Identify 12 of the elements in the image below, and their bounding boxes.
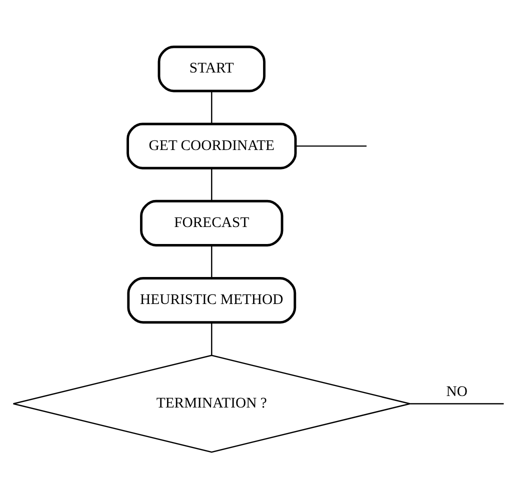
node-diamond: TERMINATION ?	[12, 354, 411, 452]
node-box: START	[158, 45, 266, 92]
connector	[410, 402, 504, 404]
connector	[211, 168, 212, 200]
node-box: GET COORDINATE	[126, 122, 297, 169]
connector	[211, 90, 212, 124]
node-box: HEURISTIC METHOD	[127, 276, 296, 324]
connector	[296, 144, 367, 146]
connector	[211, 322, 212, 355]
connector	[211, 245, 212, 278]
edge-label: NO	[446, 383, 468, 400]
node-box: FORECAST	[140, 199, 284, 246]
